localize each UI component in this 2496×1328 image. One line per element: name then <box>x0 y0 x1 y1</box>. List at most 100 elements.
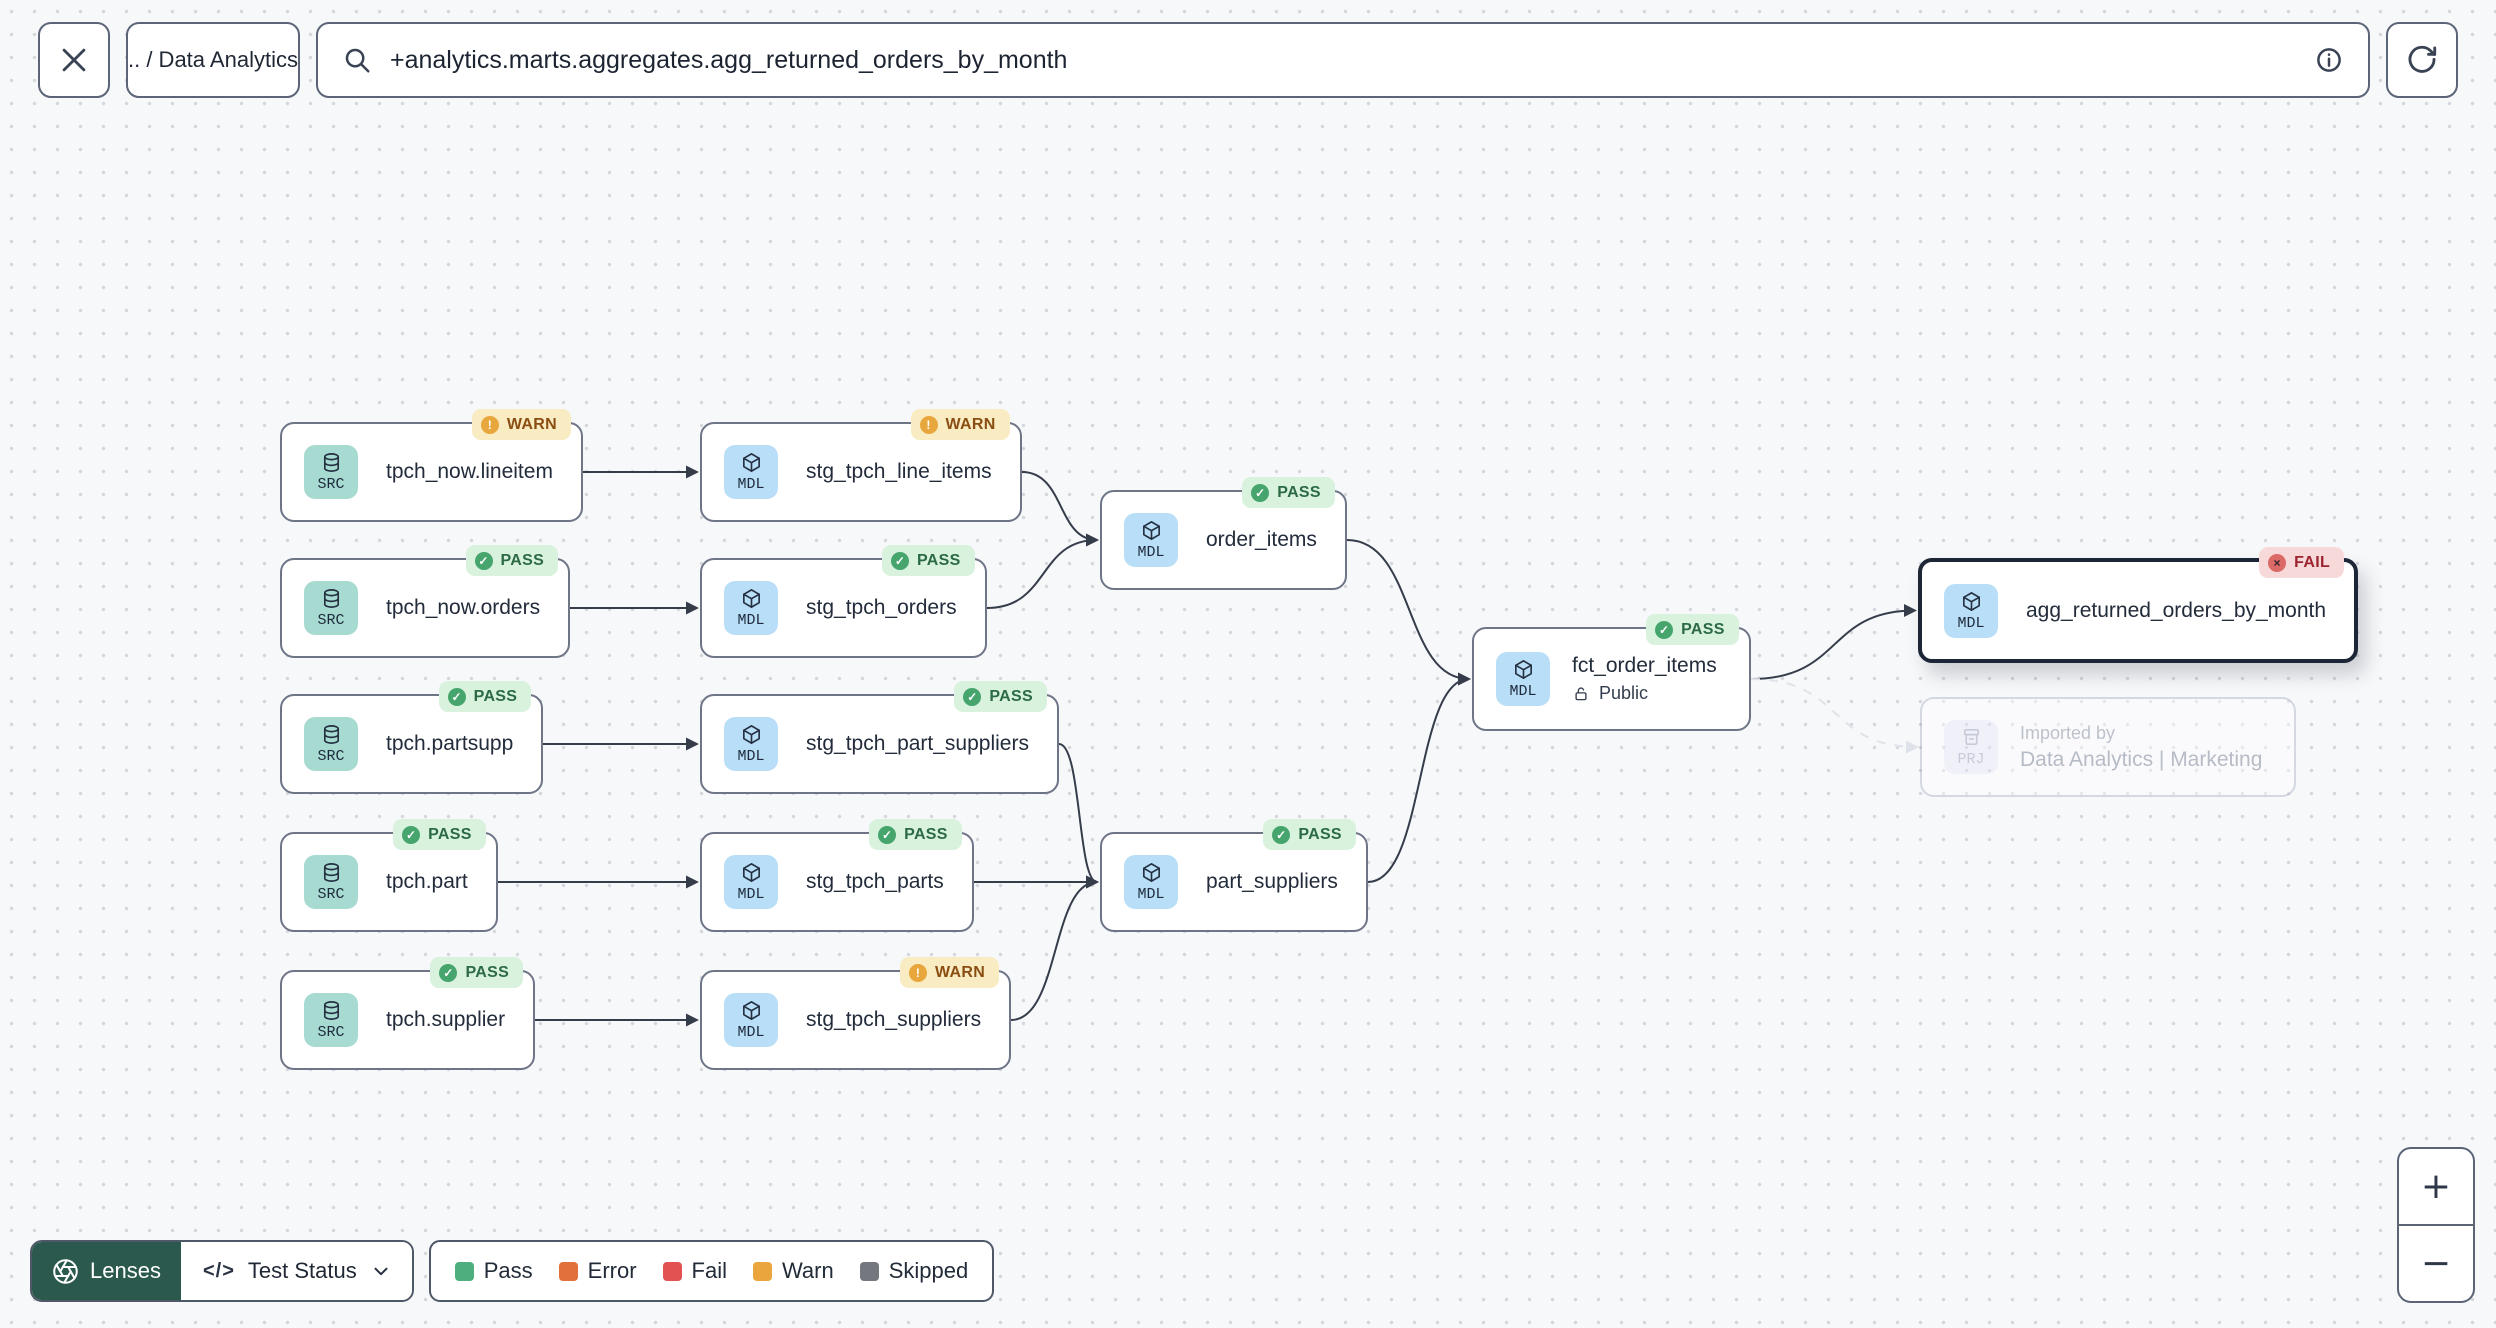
search-input[interactable] <box>387 44 2298 76</box>
zoom-divider <box>2399 1224 2473 1226</box>
model-icon: MDL <box>1124 855 1178 909</box>
node-label: tpch_now.lineitem <box>386 460 553 483</box>
legend-item-error: Error <box>558 1258 637 1284</box>
imported-by-title: Imported by <box>2020 722 2116 743</box>
status-dot-icon: ✓ <box>891 551 909 570</box>
aperture-icon <box>53 1258 78 1284</box>
edge <box>1750 604 1917 680</box>
search-icon <box>345 48 370 73</box>
lens-selector[interactable]: </> Test Status <box>180 1242 412 1300</box>
legend-item-skipped: Skipped <box>859 1258 969 1284</box>
model-icon: MDL <box>1496 652 1550 706</box>
legend-label: Error <box>587 1258 637 1283</box>
zoom-in-button[interactable]: + <box>2399 1149 2473 1224</box>
lens-selected-label: Test Status <box>247 1258 357 1283</box>
status-dot-icon: ✓ <box>439 963 458 982</box>
legend-label: Skipped <box>888 1258 969 1283</box>
warn-swatch <box>752 1261 772 1281</box>
model-icon: MDL <box>724 445 778 499</box>
footer-controls: Lenses </> Test Status Pass Error Fail Warn… <box>30 1240 995 1302</box>
close-button[interactable] <box>38 22 110 98</box>
test-status-badge: ✓ PASS <box>1646 614 1739 645</box>
test-status-badge: ✓PASS <box>393 819 486 850</box>
model-icon: MDL <box>724 581 778 635</box>
skipped-swatch <box>859 1261 879 1281</box>
lenses-button[interactable]: Lenses <box>32 1242 181 1300</box>
node-label: agg_returned_orders_by_month <box>2026 598 2327 622</box>
info-icon[interactable] <box>2314 45 2344 75</box>
edge <box>1367 672 1471 883</box>
legend-label: Fail <box>691 1258 727 1283</box>
status-label: WARN <box>935 963 986 981</box>
toolbar: .. / Data Analytics <box>38 22 2458 98</box>
refresh-icon <box>2408 45 2437 73</box>
status-dot-icon: ✓ <box>447 687 466 706</box>
status-label: PASS <box>989 687 1033 705</box>
legend-item-warn: Warn <box>752 1258 834 1284</box>
legend-label: Pass <box>483 1258 533 1283</box>
test-status-badge: ✓PASS <box>438 681 532 712</box>
status-label: PASS <box>465 963 510 981</box>
pass-swatch <box>454 1261 474 1281</box>
model-icon: MDL <box>724 855 778 909</box>
legend-label: Warn <box>781 1258 834 1283</box>
test-status-badge: !WARN <box>910 409 1010 440</box>
breadcrumb[interactable]: .. / Data Analytics <box>126 22 300 98</box>
edge <box>986 533 1099 609</box>
model-icon: MDL <box>1124 513 1178 567</box>
node-stg_tpch_orders[interactable]: MDL stg_tpch_orders ✓ PASS <box>700 545 987 658</box>
node-label: order_items <box>1206 528 1317 551</box>
test-status-legend: Pass Error Fail Warn Skipped <box>428 1240 995 1302</box>
source-icon: SRC <box>304 581 358 635</box>
close-icon <box>62 48 86 72</box>
legend-item-pass: Pass <box>454 1258 533 1284</box>
node-label: stg_tpch_suppliers <box>806 1008 982 1031</box>
status-dot-icon: × <box>2268 553 2287 572</box>
status-label: PASS <box>1681 620 1725 638</box>
edge-dashed <box>1750 678 1919 754</box>
status-dot-icon: ✓ <box>1655 620 1674 639</box>
search-bar <box>315 22 2370 98</box>
test-status-badge: ✓PASS <box>869 819 962 850</box>
refresh-button[interactable] <box>2386 22 2458 98</box>
status-label: WARN <box>945 415 996 433</box>
lenses-label: Lenses <box>90 1258 161 1283</box>
test-status-badge: × FAIL <box>2259 547 2345 578</box>
node-label: part_suppliers <box>1206 870 1338 893</box>
model-icon: MDL <box>724 717 778 771</box>
status-dot-icon: ✓ <box>963 687 982 706</box>
unlock-icon <box>1575 686 1587 700</box>
test-status-badge: !WARN <box>900 957 1000 988</box>
status-label: PASS <box>428 825 472 843</box>
status-label: FAIL <box>2294 553 2331 571</box>
status-label: PASS <box>904 825 948 843</box>
node-label: tpch.supplier <box>386 1008 506 1031</box>
zoom-controls: + − <box>2397 1147 2475 1303</box>
error-swatch <box>558 1261 578 1281</box>
access-label: Public <box>1599 683 1649 703</box>
status-label: PASS <box>917 551 961 569</box>
access-badge: Public <box>1572 683 1717 704</box>
zoom-out-button[interactable]: − <box>2399 1226 2473 1301</box>
test-status-badge: ✓ PASS <box>882 545 975 576</box>
node-label: stg_tpch_orders <box>806 596 957 619</box>
source-icon: SRC <box>304 855 358 909</box>
status-dot-icon: ✓ <box>1272 825 1291 844</box>
edge <box>1346 539 1471 686</box>
